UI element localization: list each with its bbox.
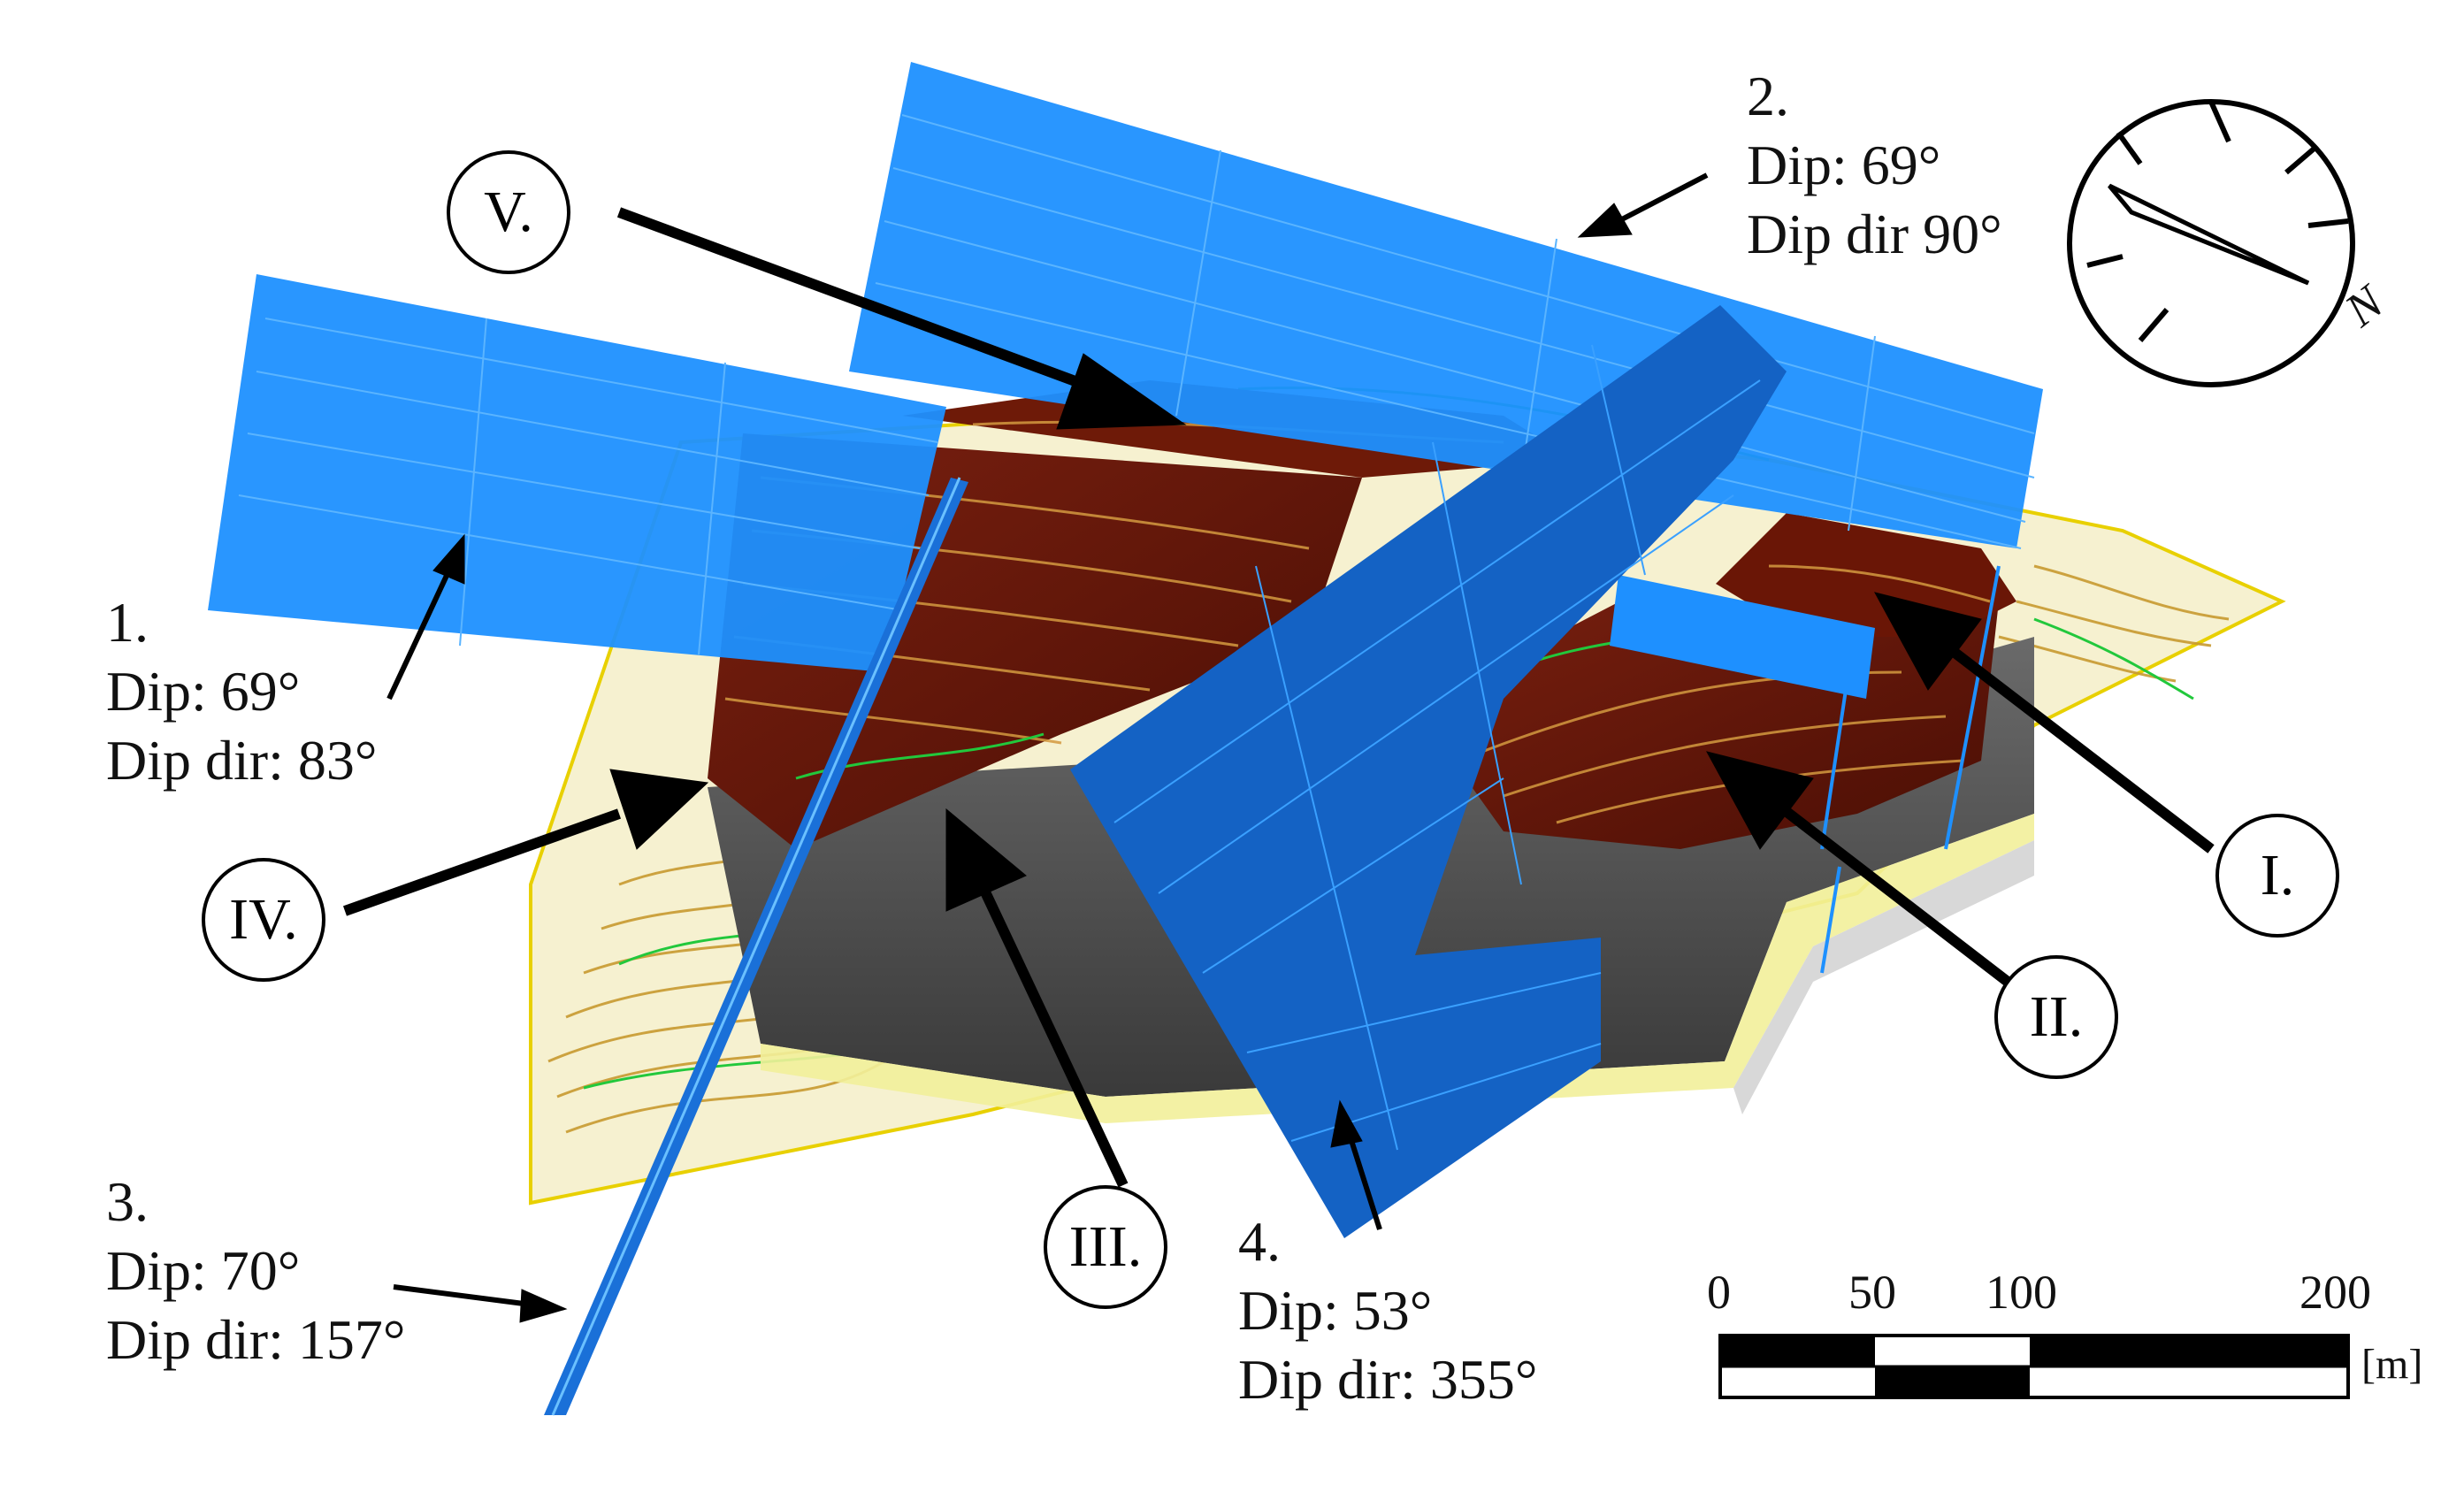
arrow-i xyxy=(1874,592,1982,691)
arrow-1 xyxy=(432,533,465,585)
arrow-iii xyxy=(945,808,1027,912)
plane-3-label: 3. Dip: 70° Dip dir: 157° xyxy=(106,1167,405,1374)
plane-3 xyxy=(544,477,968,1416)
scale-unit: [m] xyxy=(2361,1341,2423,1388)
scale-bar xyxy=(1718,1334,2350,1399)
plane-4 xyxy=(1070,305,1787,1238)
arrow-4 xyxy=(1330,1099,1363,1148)
compass-icon xyxy=(2067,99,2355,387)
arrow-2 xyxy=(1577,203,1633,238)
scale-tick-0: 0 xyxy=(1707,1266,1731,1319)
block-label-v: V. xyxy=(447,150,570,274)
plane-2-dip: Dip: 69° xyxy=(1747,134,1941,196)
plane-slab xyxy=(1610,575,1875,699)
plane-1-dip: Dip: 69° xyxy=(106,660,301,723)
plane-3-number: 3. xyxy=(106,1170,149,1233)
plane-4-label: 4. Dip: 53° Dip dir: 355° xyxy=(1238,1207,1537,1414)
block-label-iii: III. xyxy=(1044,1185,1167,1309)
scale-tick-100: 100 xyxy=(1986,1266,2057,1319)
plane-1-number: 1. xyxy=(106,591,149,654)
block-label-i: I. xyxy=(2215,814,2339,938)
plane-2-number: 2. xyxy=(1747,65,1789,127)
block-label-ii: II. xyxy=(1994,955,2118,1079)
plane-1-label: 1. Dip: 69° Dip dir: 83° xyxy=(106,588,377,795)
plane-3-dip-dir: Dip dir: 157° xyxy=(106,1308,406,1371)
arrow-v xyxy=(1056,353,1187,430)
plane-1 xyxy=(208,274,946,672)
plane-2-dip-dir: Dip dir 90° xyxy=(1747,203,2002,265)
plane-4-dip: Dip: 53° xyxy=(1238,1279,1433,1342)
plane-3-dip: Dip: 70° xyxy=(106,1239,301,1302)
block-label-iv: IV. xyxy=(202,858,325,982)
plane-4-number: 4. xyxy=(1238,1210,1281,1273)
arrow-ii xyxy=(1706,751,1814,850)
arrow-iv xyxy=(609,769,709,850)
scale-tick-200: 200 xyxy=(2299,1266,2371,1319)
arrow-3 xyxy=(519,1289,568,1323)
plane-2-label: 2. Dip: 69° Dip dir 90° xyxy=(1747,62,2002,269)
fault-lines xyxy=(1820,565,2001,974)
scale-tick-50: 50 xyxy=(1848,1266,1896,1319)
plane-1-dip-dir: Dip dir: 83° xyxy=(106,729,378,792)
plane-4-dip-dir: Dip dir: 355° xyxy=(1238,1348,1538,1411)
leader-arrows xyxy=(342,172,2215,1323)
